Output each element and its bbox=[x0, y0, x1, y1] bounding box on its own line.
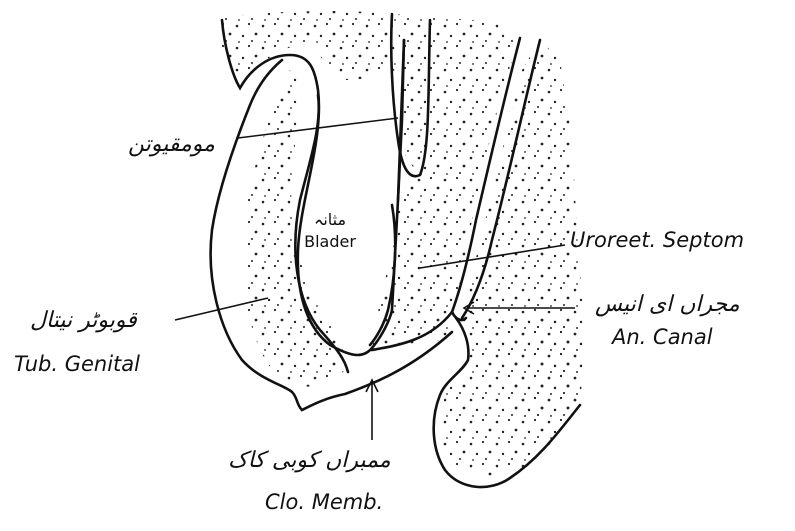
mesenchyme-lower-rectum bbox=[440, 318, 585, 478]
label-an-canal-ar: مجراں ای انیس bbox=[595, 292, 740, 317]
label-clo-memb-ar: ممبراں کوبی کاک bbox=[228, 448, 391, 473]
label-bladder-ar: مثانہ bbox=[295, 210, 365, 229]
mesenchyme-upper-left bbox=[215, 11, 396, 80]
label-tub-genital-en: Tub. Genital bbox=[14, 352, 140, 376]
label-tub-genital-ar: قوبوٹر نیتال bbox=[30, 308, 137, 333]
label-an-canal-en: An. Canal bbox=[612, 325, 713, 349]
label-bladder-en: Blader bbox=[292, 232, 368, 251]
label-clo-memb-en: Clo. Memb. bbox=[265, 490, 383, 514]
label-urorect-septum: Uroreet. Septom bbox=[570, 228, 744, 252]
label-mudificatio: مومقیوتن bbox=[128, 132, 215, 157]
